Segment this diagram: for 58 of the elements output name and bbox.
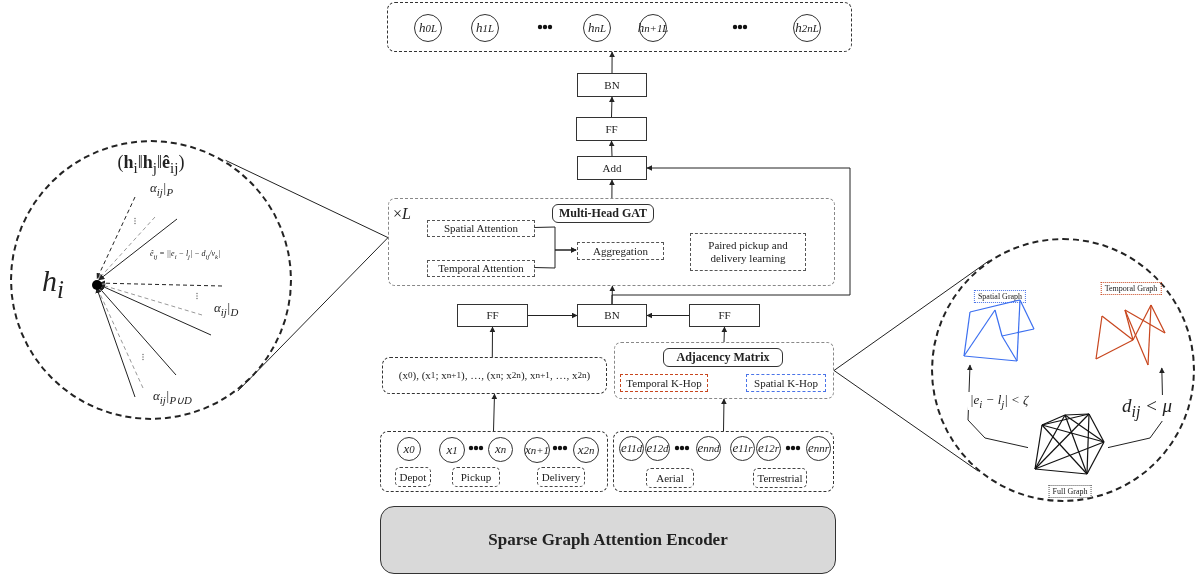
arrow [99, 283, 203, 316]
tag-box: Pickup [452, 467, 500, 487]
attention-label: α$_{ij}$|$_{D}$ [214, 300, 239, 318]
tag-box: Terrestrial [753, 468, 807, 488]
attention-label: α$_{ij}$|$_{P∪D}$ [153, 388, 192, 407]
arrow [611, 165, 851, 305]
zoom-line [833, 370, 979, 472]
module-box: Paired pickup and delivery learning [690, 233, 806, 271]
arrow [97, 216, 156, 280]
arrow [608, 96, 615, 118]
hop-box: Temporal K-Hop [620, 374, 708, 392]
layer-box: BN [577, 304, 647, 327]
title-box: Adjacency Matrix [663, 348, 783, 367]
edge-label: |e$_{i}$ − l$_{j}$| < ζ [968, 392, 1031, 410]
hop-box: Spatial K-Hop [746, 374, 826, 392]
arrow [533, 247, 577, 269]
arrow [646, 312, 690, 319]
encoder-banner: Sparse Graph Attention Encoder [380, 506, 836, 574]
module-box: Temporal Attention [427, 260, 535, 277]
arrow [99, 280, 223, 287]
layer-box: FF [457, 304, 528, 327]
module-box: Aggregation [577, 242, 664, 260]
zoom-circle [10, 140, 292, 420]
group-box [613, 431, 834, 492]
arrow [608, 140, 615, 157]
arrow [491, 393, 498, 432]
arrow [96, 196, 136, 280]
group-heading: ×L [393, 205, 411, 224]
attention-label: α$_{ij}$|$_{P}$ [150, 180, 174, 198]
zoom-line [225, 159, 389, 239]
arrow [99, 284, 212, 336]
arrow [95, 287, 136, 398]
arrow [527, 312, 578, 319]
group-box [380, 431, 608, 492]
group-box [388, 198, 835, 286]
layer-box: Add [577, 156, 647, 180]
zoom-line [237, 237, 389, 392]
arrow [97, 286, 177, 376]
arrow [720, 398, 727, 432]
group-box [614, 342, 834, 399]
tag-box: Aerial [646, 468, 694, 488]
module-box: Spatial Attention [427, 220, 535, 237]
arrow [721, 326, 728, 343]
tag-box: Delivery [537, 467, 585, 487]
arrow [608, 179, 615, 199]
arrow [489, 326, 496, 358]
formula-label: ê$_{ij}$ = ||e$_{i}$ − l$_{j}$| − d$_{ij}$/v$_{k}$| [150, 249, 221, 260]
layer-box: BN [577, 73, 647, 97]
layer-box: FF [689, 304, 760, 327]
title-box: Multi-Head GAT [552, 204, 654, 223]
arrow [609, 51, 616, 74]
node-label: h$_{i}$ [42, 264, 64, 305]
tag-box: Depot [395, 467, 431, 487]
arrow [98, 218, 178, 281]
group-heading: (h$_{i}$‖h$_{j}$‖ê$_{ij}$) [116, 152, 186, 177]
layer-box: FF [576, 117, 647, 141]
edge-label: d$_{ij}$ < μ [1120, 395, 1175, 421]
group-box [387, 2, 852, 52]
